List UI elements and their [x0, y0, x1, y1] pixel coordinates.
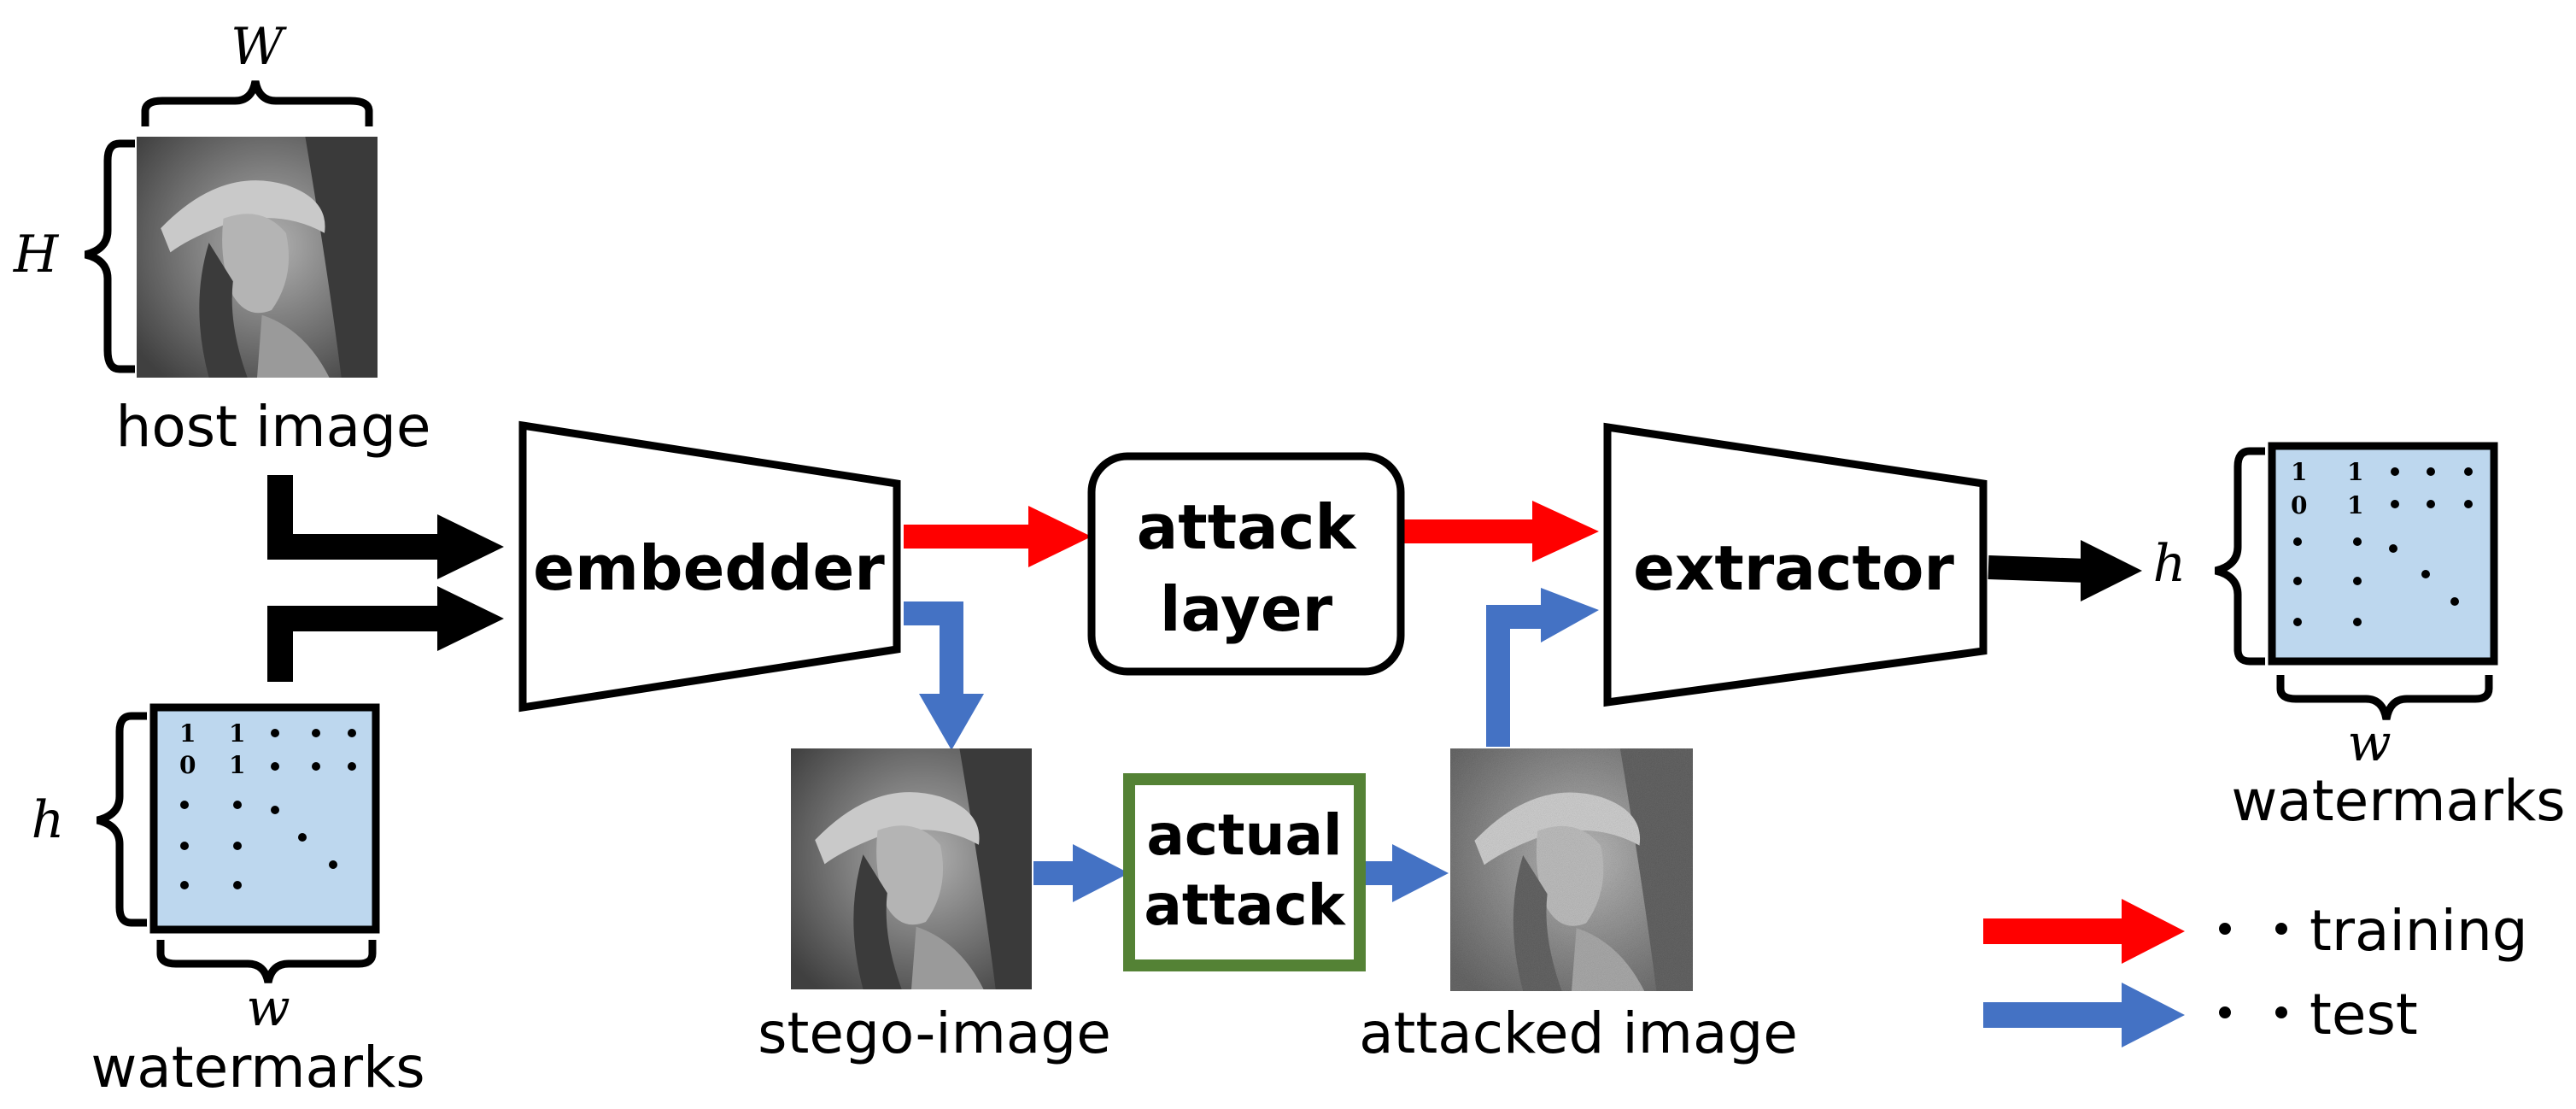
- watermark-input-group: 1 1 0 1 h w watermarks: [32, 703, 425, 1100]
- watermarks-output-label: watermarks: [2231, 768, 2565, 834]
- host-to-embedder-arrow: [267, 475, 444, 560]
- wm-in-height-brace: [96, 712, 147, 927]
- stego-image-group: stego-image: [758, 748, 1111, 1066]
- wm-out-width-brace: [2276, 675, 2493, 720]
- actual-attack-block: actual attack: [1123, 773, 1366, 971]
- host-width-brace: [141, 80, 373, 126]
- watermark-output-matrix: [2268, 442, 2498, 666]
- attack-layer-label-line1: attack: [1137, 491, 1358, 563]
- host-height-brace: [84, 139, 135, 373]
- wm-out-bit: 1: [2291, 458, 2307, 486]
- watermark-to-embedder-arrow: [267, 606, 444, 682]
- wm-in-width-brace: [156, 940, 377, 984]
- wm-out-bit: 0: [2291, 491, 2307, 519]
- test-path: [904, 588, 1599, 902]
- extractor-block: extractor: [1603, 422, 1988, 707]
- output-arrow: [1988, 540, 2142, 601]
- embedder-label: embedder: [533, 532, 885, 604]
- host-image-label: host image: [115, 394, 430, 460]
- host-image-group: W H host image: [13, 17, 431, 460]
- attack-layer-label-line2: layer: [1160, 573, 1333, 645]
- attack-layer-block: attack layer: [1087, 452, 1405, 676]
- wm-in-bit: 0: [179, 751, 196, 779]
- input-arrows: [267, 475, 504, 682]
- legend-training: ・・training: [1983, 898, 2528, 964]
- wm-in-bit: 1: [229, 751, 245, 779]
- wm-out-dots: [2293, 467, 2473, 626]
- embedder-block: embedder: [518, 420, 901, 713]
- attacked-image-label: attacked image: [1359, 1000, 1798, 1066]
- host-image: [137, 137, 378, 378]
- attacked-image: [1450, 748, 1693, 991]
- wm-in-width-label: w: [246, 978, 290, 1038]
- wm-out-height-brace: [2214, 447, 2265, 666]
- wm-out-bit: 1: [2347, 458, 2363, 486]
- watermark-output-group: h 1 1 0 1 w watermarks: [2153, 442, 2566, 834]
- stego-image-label: stego-image: [758, 1000, 1111, 1066]
- legend-training-label: ・・training: [2197, 898, 2528, 964]
- wm-in-bit: 1: [179, 719, 196, 748]
- attacked-image-group: attacked image: [1359, 748, 1798, 1066]
- legend: ・・training ・・test: [1983, 898, 2528, 1047]
- training-path: [904, 501, 1599, 567]
- wm-out-bit: 1: [2347, 491, 2363, 519]
- wm-out-height-label: h: [2153, 534, 2187, 594]
- legend-test-label: ・・test: [2197, 982, 2418, 1047]
- watermark-input-matrix: [149, 703, 380, 934]
- host-height-label: H: [13, 225, 60, 285]
- host-width-label: W: [231, 17, 287, 77]
- wm-in-height-label: h: [32, 790, 65, 850]
- wm-out-width-label: w: [2347, 713, 2391, 773]
- wm-in-bit: 1: [229, 719, 245, 748]
- watermarks-input-label: watermarks: [91, 1035, 424, 1100]
- wm-in-dots: [180, 729, 356, 889]
- actual-attack-label-line2: attack: [1144, 872, 1346, 938]
- legend-test: ・・test: [1983, 982, 2418, 1047]
- extractor-label: extractor: [1633, 532, 1954, 604]
- actual-attack-label-line1: actual: [1146, 802, 1342, 868]
- stego-image: [791, 748, 1032, 989]
